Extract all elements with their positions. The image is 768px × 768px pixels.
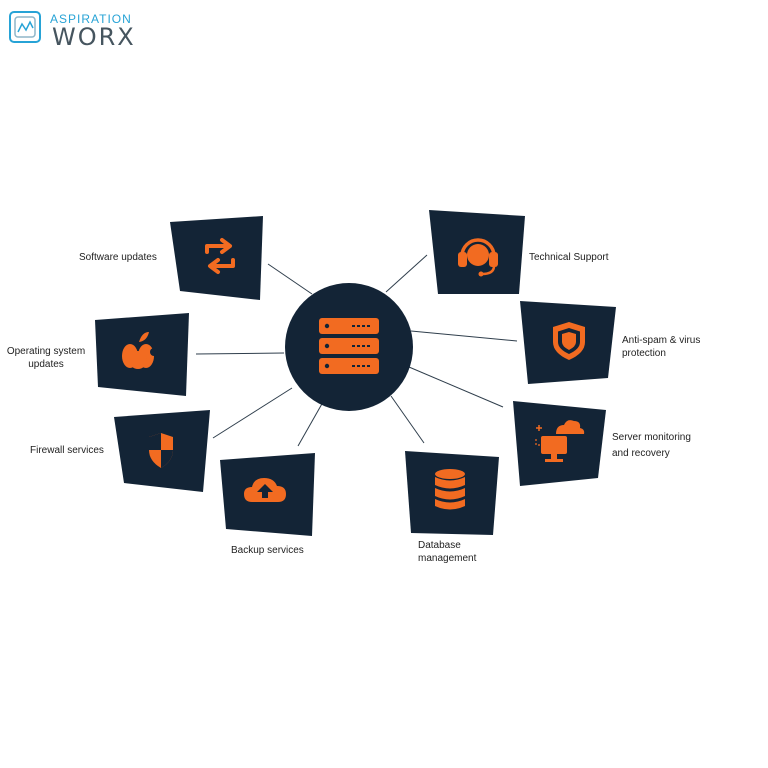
connector-line: [408, 366, 504, 408]
label-line: Database: [418, 540, 461, 551]
tile-backup-services: [220, 453, 315, 536]
label-anti-spam-virus: Anti-spam & virus protection: [622, 334, 700, 360]
label-software-updates: Software updates: [79, 252, 157, 263]
label-firewall-services: Firewall services: [30, 445, 104, 456]
label-backup-services: Backup services: [231, 545, 304, 556]
connector-lines: [195, 254, 518, 447]
label-line: and recovery: [612, 448, 670, 459]
label-line: updates: [28, 359, 64, 370]
shield-half-icon: [149, 433, 173, 468]
connector-line: [390, 395, 425, 444]
cloud-upload-icon: [244, 478, 286, 502]
connector-line: [410, 330, 518, 342]
logo-text-bottom: WORX: [52, 23, 136, 51]
connector-line: [297, 401, 324, 447]
label-technical-support: Technical Support: [529, 252, 609, 263]
center-hub: [285, 283, 413, 411]
logo-icon: [9, 11, 41, 43]
shield-icon: [553, 322, 585, 360]
tile-database-management: [405, 451, 499, 535]
connector-line: [267, 263, 313, 295]
tile-firewall-services: [114, 410, 210, 492]
label-line: Server monitoring: [612, 432, 691, 443]
tile-technical-support: [429, 210, 525, 294]
label-operating-system-updates: Operating system updates: [4, 345, 88, 371]
database-icon: [435, 469, 465, 510]
label-line: Anti-spam & virus: [622, 335, 701, 346]
label-database-management: Database management: [418, 539, 476, 565]
aspiration-worx-logo: ASPIRATION WORX: [8, 8, 138, 51]
connector-line: [385, 254, 428, 293]
label-line: management: [418, 553, 477, 564]
tile-server-monitoring: [513, 401, 606, 486]
tile-software-updates: [170, 216, 263, 300]
label-server-monitoring: Server monitoring and recovery: [612, 430, 691, 462]
apple-icon: [122, 332, 158, 369]
logo-text-top: ASPIRATION: [50, 12, 132, 26]
tile-anti-spam-virus: [520, 301, 616, 384]
label-line: Operating system: [6, 346, 86, 357]
monitor-cloud-icon: [535, 420, 585, 462]
server-icon: [319, 318, 379, 374]
connector-line: [195, 352, 285, 355]
connector-line: [212, 387, 293, 439]
refresh-icon: [205, 238, 235, 274]
tile-operating-system-updates: [95, 313, 189, 396]
label-line: protection: [622, 348, 666, 359]
headset-icon: [458, 238, 498, 277]
